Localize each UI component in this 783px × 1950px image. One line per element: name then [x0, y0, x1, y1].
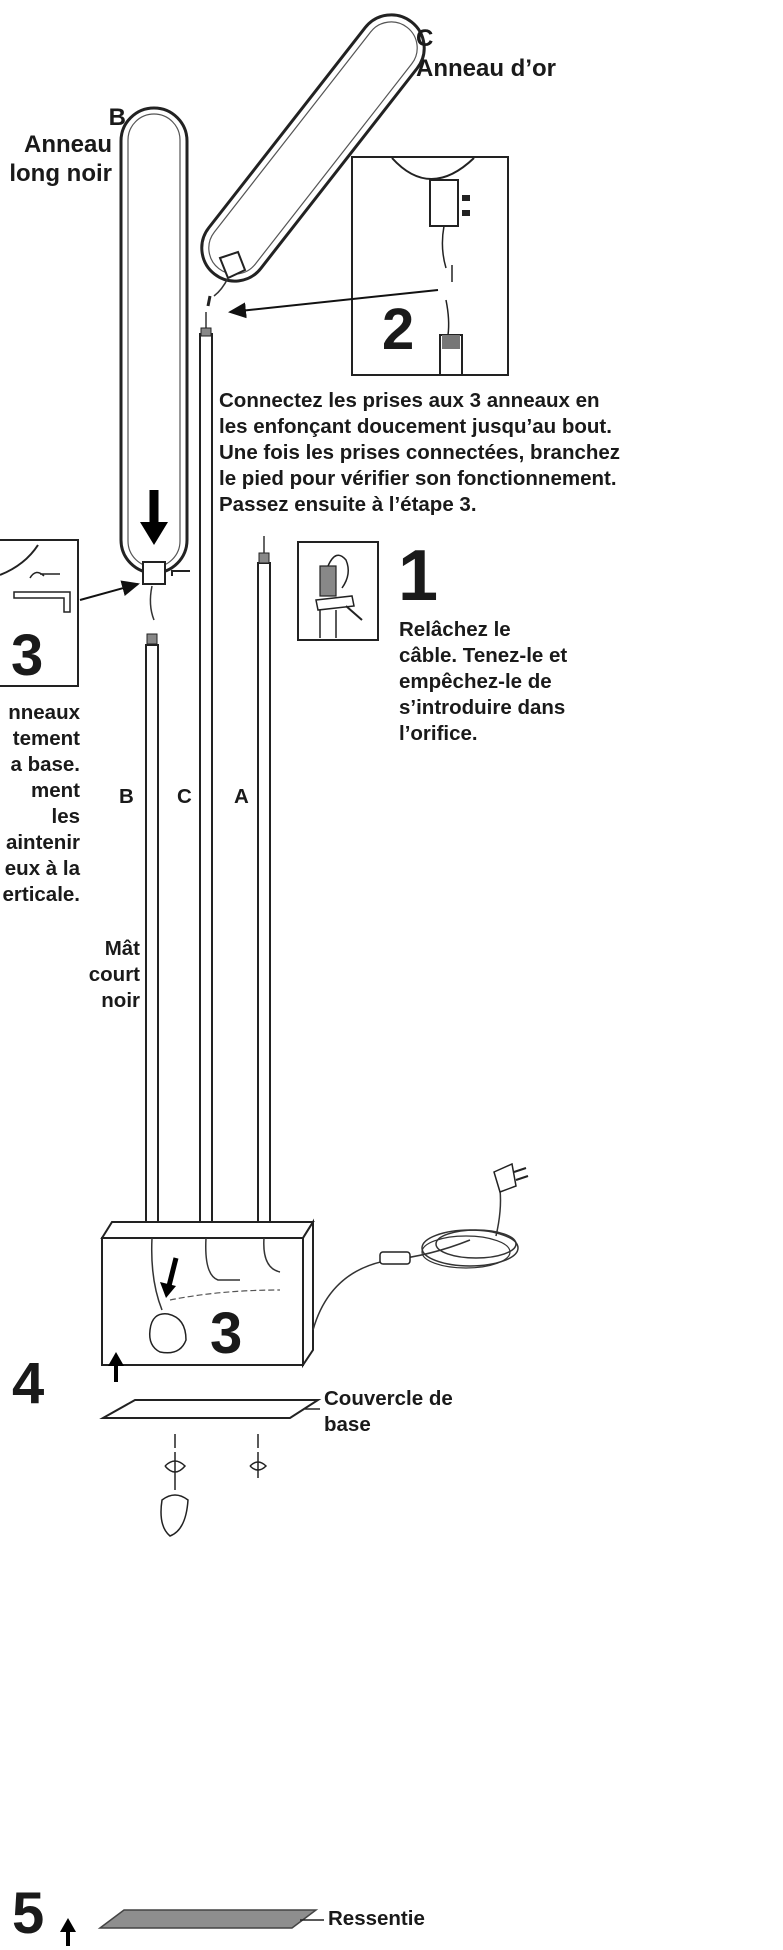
pole-c	[199, 312, 213, 1233]
pole-a	[257, 536, 271, 1233]
screws	[160, 1434, 268, 1537]
pole-b	[145, 633, 159, 1233]
step4-number: 4	[12, 1351, 45, 1416]
ring-c-connector	[206, 250, 247, 307]
step3-instructions: nneaux tement a base. ment les aintenir …	[2, 701, 81, 906]
step3-detail-box	[0, 539, 79, 687]
pole-b-label: B	[119, 785, 134, 808]
step1-detail-box	[297, 541, 379, 641]
step2-pointer-arrow	[228, 289, 439, 319]
pole-c-label: C	[177, 785, 192, 808]
ring-b-letter: B	[108, 104, 126, 131]
ring-b-name: Anneau long noir	[9, 131, 112, 187]
base-cover-label: Couvercle de base	[324, 1387, 453, 1436]
ring-c-name: Anneau d’or	[416, 55, 557, 82]
ring-b-long-black	[119, 106, 190, 621]
step2-number: 2	[382, 297, 415, 362]
step2-instructions: Connectez les prises aux 3 anneaux en le…	[219, 389, 621, 516]
ring-c-letter: C	[416, 25, 434, 52]
felt-pad	[60, 1909, 324, 1946]
step2-detail-box	[351, 156, 509, 376]
step1-instructions: Relâchez le câble. Tenez-le et empêchez-…	[399, 618, 568, 745]
step3-base-number: 3	[210, 1301, 243, 1366]
pole-a-label: A	[234, 785, 249, 808]
short-mast-label: Mât court noir	[88, 937, 140, 1012]
base-box	[100, 1218, 315, 1369]
felt-label: Ressentie	[328, 1907, 425, 1930]
power-cable	[312, 1162, 529, 1331]
step1-number: 1	[398, 536, 439, 616]
base-cover-plate	[99, 1352, 322, 1419]
step3-detail-number: 3	[11, 623, 44, 688]
ring-c-gold	[200, 13, 426, 283]
step3-pointer-arrow	[79, 580, 140, 601]
step5-number: 5	[12, 1881, 45, 1946]
